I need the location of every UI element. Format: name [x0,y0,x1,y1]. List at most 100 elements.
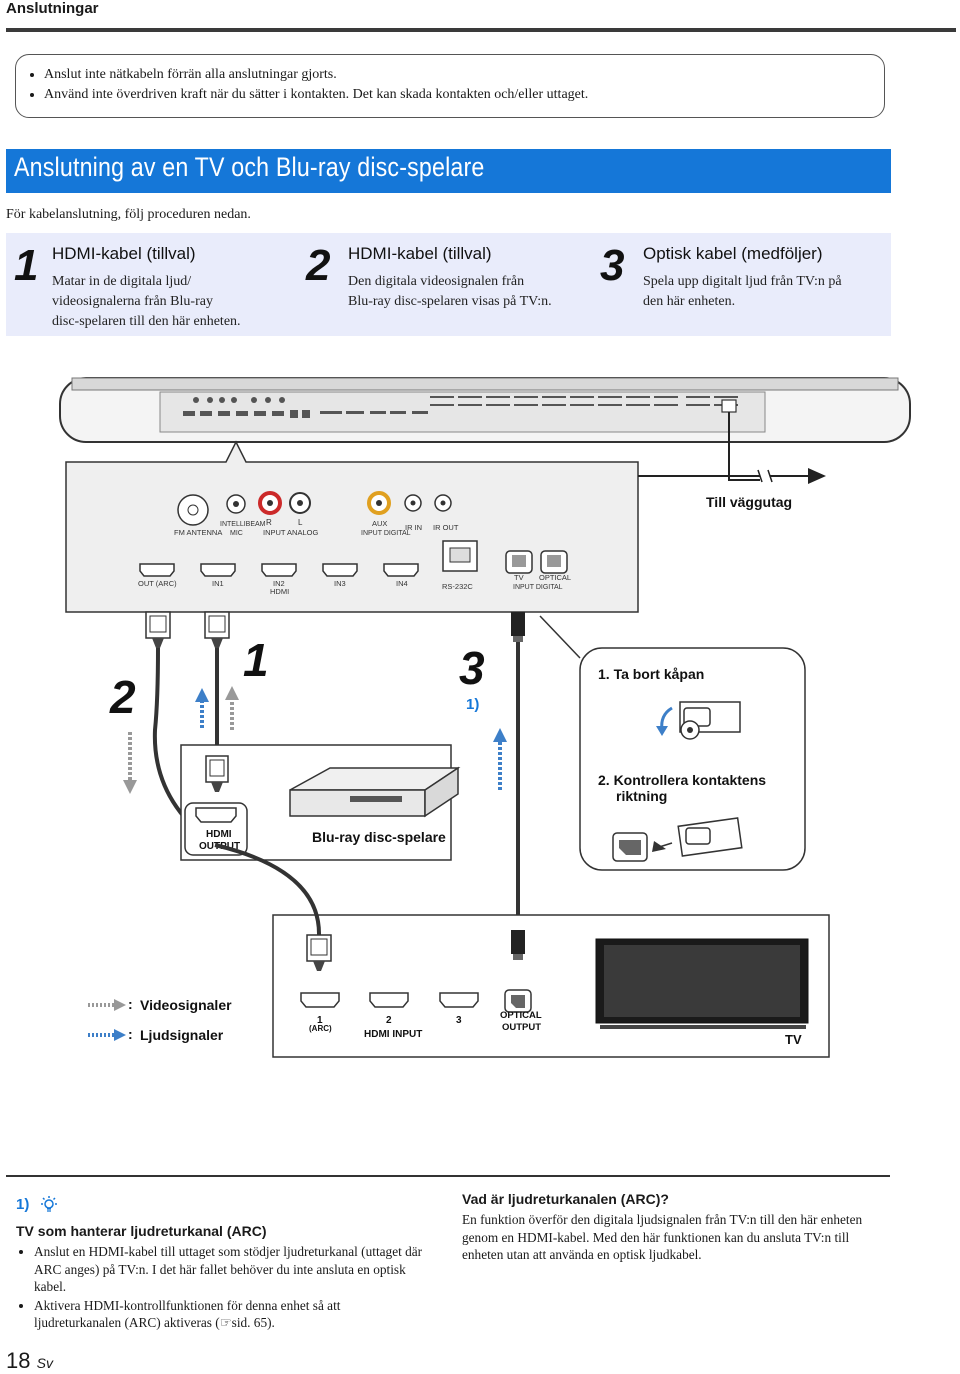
footnote-ref: 1) [16,1195,30,1213]
section-heading-bar [6,149,891,193]
aux-label: AUX [372,519,387,528]
step-2-number: 2 [306,241,331,290]
hdmi-in4-port-icon [383,563,419,577]
optical-cable-3 [511,612,525,930]
diagram-marker-1: 1 [243,634,269,686]
hdmi-in3-label: IN3 [334,579,346,588]
mic-label-2: MIC [230,530,243,537]
step-2-line: Blu-ray disc-spelaren visas på TV:n. [348,294,552,309]
step-1-line: disc-spelaren till den här enheten. [52,314,241,329]
hdmi-in4-label: IN4 [396,579,408,588]
check-direction-label-2: riktning [616,788,667,804]
tv-optical-label-2: OUTPUT [502,1022,541,1033]
optical-tip-callout: 1. Ta bort kåpan 2. Kontrollera kontakte… [539,615,806,871]
hdmi-in3-port-icon [322,563,358,577]
tv-arc-label: (ARC) [309,1024,332,1033]
hdmi-out-arc-port-icon [139,563,175,577]
tv-label: TV [785,1032,802,1047]
tv-hdmi2-port-icon [369,992,409,1008]
ir-in-label: IR IN [405,523,422,532]
analog-r-label: R [266,518,272,527]
step-3-line: Spela upp digitalt ljud från TV:n på [643,274,842,289]
wall-outlet-callout: Till väggutag [638,468,826,510]
check-direction-label-1: 2. Kontrollera kontaktens [598,772,766,788]
tv-port-1-label: 1 [317,1015,323,1026]
wall-outlet-label: Till väggutag [706,494,792,510]
arc-tip-footnote: 1) TV som hanterar ljudreturkanal (ARC) … [16,1195,426,1333]
diagram-footnote-ref: 1) [466,696,479,713]
section-title: Anslutning av en TV och Blu-ray disc-spe… [14,152,485,182]
footnote-list: Anslut en HDMI-kabel till uttaget som st… [16,1243,426,1332]
legend-video-label: Videosignaler [140,997,232,1013]
arc-info-body: En funktion överför den digitala ljudsig… [462,1212,863,1262]
page-header-title: Anslutningar [6,0,99,17]
step-2-line: Den digitala videosignalen från [348,274,525,289]
connection-diagram: FM ANTENNA INTELLIBEAM MIC R L INPUT ANA… [59,377,911,1058]
step-2-body: Den digitala videosignalen från Blu-ray … [348,272,608,312]
bluray-hdmi-output-port-icon [195,807,237,823]
rear-panel-zoom: FM ANTENNA INTELLIBEAM MIC R L INPUT ANA… [65,440,639,613]
rs232c-label: RS-232C [442,582,473,591]
step-3-number: 3 [600,241,625,290]
lightbulb-icon [41,1196,58,1212]
hdmi-cable-1 [204,611,230,760]
mic-label-1: INTELLIBEAM [220,521,266,528]
aux-digital-label: INPUT DIGITAL [361,530,411,537]
header-rule [6,28,956,32]
bluray-port-label-1: HDMI [206,829,232,840]
tv-hdmi3-port-icon [439,992,479,1008]
steps-panel [6,233,891,336]
page-number: 18 Sv [6,1348,53,1374]
caution-item: Anslut inte nätkabeln förrän alla anslut… [44,65,884,85]
step-1-line: Matar in de digitala ljud/ [52,274,192,289]
tv-rear-panel: 1 (ARC) 2 3 HDMI INPUT OPTICAL OUTPUT TV [214,843,830,1058]
analog-l-label: L [298,518,303,527]
tv-optical-label-1: OPTICAL [500,1010,542,1021]
optical-input-digital-label: INPUT DIGITAL [513,584,563,591]
step-1-heading: HDMI-kabel (tillval) [52,244,196,263]
diagram-marker-3: 3 [459,642,485,694]
remove-cap-label: 1. Ta bort kåpan [598,666,704,682]
signal-arrows [123,686,507,794]
wall-arrow-icon [808,468,826,484]
optical-label: OPTICAL [539,573,571,582]
ir-out-label: IR OUT [433,523,459,532]
footnote-item: Aktivera HDMI-kontrollfunktionen för den… [34,1297,426,1332]
hdmi-in2-label: IN2 [273,579,285,588]
signal-legend: : Videosignaler : Ljudsignaler [88,996,232,1043]
arc-info: Vad är ljudreturkanalen (ARC)? En funkti… [462,1191,892,1264]
tv-port-3-label: 3 [456,1015,462,1026]
step-1-line: videosignalerna från Blu-ray [52,294,213,309]
hdmi-group-label: HDMI [270,587,289,596]
diagram-marker-2: 2 [109,671,136,723]
step-1-body: Matar in de digitala ljud/ videosignaler… [52,272,302,332]
step-3-heading: Optisk kabel (medföljer) [643,244,823,263]
step-1-number: 1 [14,241,39,290]
optical-tv-label: TV [514,573,524,582]
hdmi-in1-port-icon [200,563,236,577]
legend-colon-1: : [128,996,133,1012]
caution-list: Anslut inte nätkabeln förrän alla anslut… [16,65,884,105]
arc-info-heading: Vad är ljudreturkanalen (ARC)? [462,1191,669,1207]
page-number-value: 18 [6,1348,31,1373]
legend-colon-2: : [128,1026,133,1042]
hdmi-out-arc-label: OUT (ARC) [138,579,177,588]
footnote-divider [6,1175,890,1177]
bluray-player: HDMI OUTPUT Blu-ray disc-spelare [180,744,461,861]
hdmi-in2-port-icon [261,563,297,577]
power-cord [728,412,760,481]
video-signal-arrow-icon [114,999,126,1011]
section-intro: För kabelanslutning, följ proceduren ned… [6,207,251,222]
step-3-body: Spela upp digitalt ljud från TV:n på den… [643,272,888,312]
fm-antenna-label: FM ANTENNA [174,528,222,537]
legend-audio-label: Ljudsignaler [140,1027,224,1043]
step-3-line: den här enheten. [643,294,736,309]
soundbar-rear-illustration [59,377,911,481]
bluray-player-label: Blu-ray disc-spelare [312,829,446,845]
hdmi-in1-label: IN1 [212,579,224,588]
caution-box: Anslut inte nätkabeln förrän alla anslut… [15,54,885,118]
audio-signal-arrow-icon [114,1029,126,1041]
footnote-item: Anslut en HDMI-kabel till uttaget som st… [34,1243,426,1296]
step-2-heading: HDMI-kabel (tillval) [348,244,492,263]
input-analog-label: INPUT ANALOG [263,528,318,537]
